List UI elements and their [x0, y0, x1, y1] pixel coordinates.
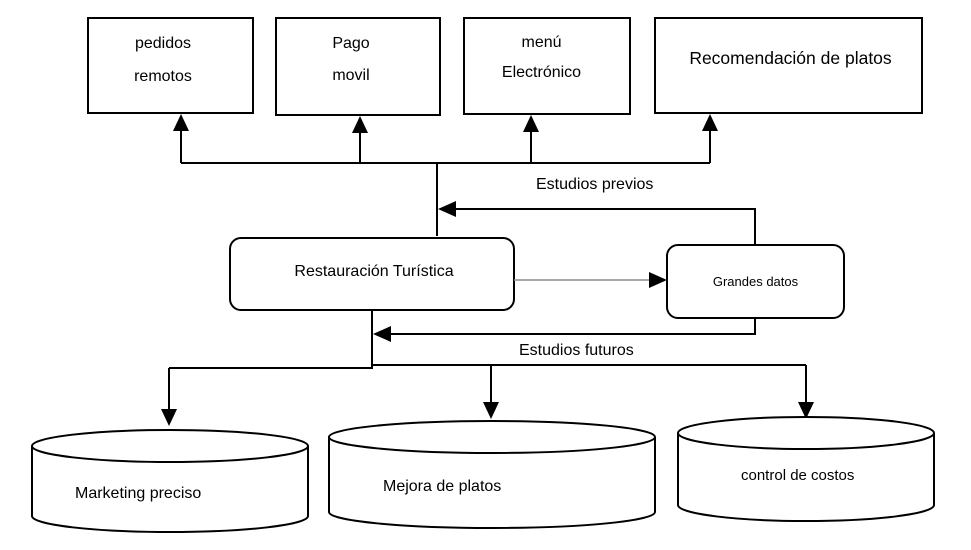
dish-improvement-label: Mejora de platos	[383, 478, 502, 495]
electronic-menu-label: menú Electrónico	[464, 35, 619, 81]
precision-marketing-label: Marketing preciso	[75, 485, 202, 502]
tourist-restaurant-label: Restauración Turística	[294, 263, 454, 280]
mobile-payment-line2: movil	[332, 67, 370, 84]
remote-orders-line2: remotos	[134, 68, 192, 85]
arrowhead-big-data	[649, 272, 667, 288]
electronic-menu-line1: menú	[521, 34, 562, 51]
mobile-payment-line1: Pago	[332, 35, 370, 52]
arrowhead-dish-recommendation	[702, 114, 718, 131]
box-remote-orders	[87, 17, 254, 114]
future-studies-label: Estudios futuros	[519, 342, 634, 359]
electronic-menu-line2: Electrónico	[501, 64, 582, 81]
cylinder-cost-control	[677, 416, 935, 522]
connector-bottom-bus	[169, 364, 806, 369]
arrowhead-remote-orders	[173, 114, 189, 131]
big-data-label: Grandes datos	[712, 274, 799, 289]
cylinder-dish-improvement	[328, 420, 656, 529]
box-dish-recommendation	[654, 17, 923, 114]
arrowhead-electronic-menu	[523, 115, 539, 132]
cylinder-precision-marketing	[31, 429, 309, 533]
dish-recommendation-label: Recomendación de platos	[689, 48, 892, 68]
remote-orders-line1: pedidos	[134, 35, 192, 52]
arrowhead-future-studies	[373, 326, 391, 342]
connector-future-studies	[390, 318, 756, 335]
cost-control-label: control de costos	[741, 467, 855, 484]
box-mobile-payment	[275, 17, 441, 116]
arrowhead-cost-control	[798, 402, 814, 419]
box-electronic-menu	[463, 17, 631, 115]
arrowhead-previous-studies	[438, 201, 456, 217]
arrowhead-mobile-payment	[352, 116, 368, 133]
arrowhead-dish-improvement	[483, 402, 499, 419]
mobile-payment-label: Pago movil	[276, 36, 426, 84]
remote-orders-label: pedidos remotos	[88, 36, 238, 85]
previous-studies-label: Estudios previos	[536, 176, 654, 193]
connector-previous-studies	[455, 208, 756, 245]
arrowhead-precision-marketing	[161, 409, 177, 426]
